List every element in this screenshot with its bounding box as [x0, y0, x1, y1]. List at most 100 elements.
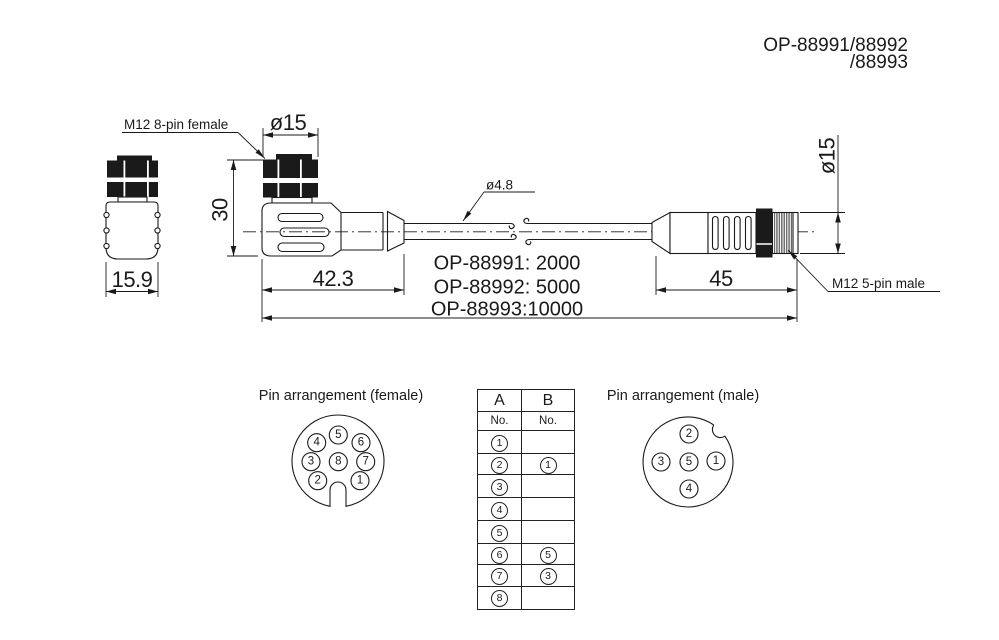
thread-hatching — [774, 212, 794, 254]
pin-number: 8 — [491, 590, 508, 608]
table-row: 1 — [477, 430, 575, 454]
female-pins: 5 4 6 3 8 7 2 1 — [301, 425, 376, 491]
pin-8: 8 — [335, 456, 341, 468]
pin-number: 6 — [491, 546, 508, 564]
body — [105, 201, 159, 260]
dimension-female-height: 30 — [208, 159, 263, 257]
part-number-line2: /88993 — [850, 52, 908, 73]
dim-female-diameter: ø15 — [270, 110, 307, 135]
knurl-slit — [277, 159, 280, 178]
knurl-slit — [300, 183, 302, 198]
female-connector-side-view — [261, 154, 405, 257]
pin-2: 2 — [686, 428, 692, 440]
pin-2: 2 — [314, 475, 320, 487]
female-connector-front-view — [103, 155, 161, 260]
table-header-row: A B — [477, 389, 575, 412]
pin-5: 5 — [686, 456, 692, 468]
table-row: 6 5 — [477, 543, 575, 566]
label-male-connector: M12 5-pin male — [832, 276, 925, 291]
col-header-a: A — [477, 389, 522, 412]
knurl-tab — [117, 155, 152, 161]
pin-mapping-table: A B No. No. 1 2 1 3 4 5 6 5 — [477, 389, 575, 610]
neck — [117, 196, 148, 203]
knurl-band-1 — [107, 160, 158, 178]
body-side-bumps — [103, 211, 161, 250]
knurl-band-1 — [263, 159, 318, 178]
hex-nut — [756, 208, 773, 258]
cable — [404, 217, 652, 246]
table-row: 4 — [477, 497, 575, 522]
pin-6: 6 — [358, 437, 364, 449]
pin-7: 7 — [362, 456, 368, 468]
break-mark — [525, 238, 532, 246]
label-female-connector: M12 8-pin female — [124, 117, 228, 132]
knurl-band-2 — [263, 183, 318, 198]
knurl-slit — [147, 182, 149, 197]
table-row: 3 — [477, 474, 575, 499]
male-connector-label: M12 5-pin male — [787, 249, 940, 292]
dimension-male-diameter: ø15 — [800, 135, 845, 254]
part-number-block: OP-88991/88992 /88993 — [763, 35, 908, 73]
neck — [271, 196, 313, 204]
dimension-female-length: 42.3 — [261, 254, 405, 322]
pin-1: 1 — [357, 475, 363, 487]
female-face-outline — [291, 414, 385, 507]
table-row: 2 1 — [477, 452, 575, 476]
dimension-width-15-9: 15.9 — [105, 262, 159, 297]
dimension-male-length: 45 — [655, 256, 798, 322]
grip-slot — [277, 242, 325, 253]
break-mark — [508, 222, 515, 230]
dim-female-length: 42.3 — [313, 266, 354, 291]
knurl-slit — [147, 160, 149, 178]
pin-female-title: Pin arrangement (female) — [259, 388, 423, 404]
pin-male-title: Pin arrangement (male) — [607, 388, 759, 404]
part-number-line1: OP-88991/88992 — [763, 35, 908, 56]
cable-length-88993: OP-88993:10000 — [431, 299, 583, 321]
male-pins: 2 3 5 1 4 — [651, 424, 726, 499]
knurl-slit — [123, 160, 126, 178]
pin-4: 4 — [686, 483, 693, 495]
male-face-outline — [642, 416, 734, 508]
knurl-slit — [277, 183, 280, 198]
barrel — [669, 211, 709, 255]
knurl-slit — [300, 159, 302, 178]
pin-number: 2 — [491, 456, 508, 474]
no-label: No. — [477, 411, 522, 431]
grip-slot — [277, 212, 324, 223]
cable-length-88991: OP-88991: 2000 — [434, 253, 581, 275]
col-header-b: B — [521, 389, 575, 412]
cable-boot — [651, 211, 671, 255]
table-row: 5 — [477, 520, 575, 545]
body — [261, 202, 342, 257]
dim-female-width: 15.9 — [112, 267, 153, 292]
female-connector-label: M12 8-pin female — [122, 117, 266, 159]
pin-number: 4 — [491, 501, 508, 519]
grip-ribs — [711, 215, 752, 251]
threaded-section — [771, 211, 799, 255]
cable-diameter-label: ø4.8 — [462, 178, 535, 222]
pin-number: 1 — [491, 434, 508, 452]
cable-boot — [386, 210, 405, 252]
pin-number: 1 — [539, 456, 557, 474]
knurl-band-2 — [107, 182, 158, 197]
break-mark — [510, 233, 517, 241]
pin-number: 5 — [539, 546, 557, 564]
knurl-slit — [123, 182, 126, 197]
dim-male-length: 45 — [709, 266, 733, 291]
male-connector-side-view — [651, 208, 799, 258]
table-row: 7 3 — [477, 564, 575, 587]
break-mark — [523, 217, 530, 225]
dim-female-height: 30 — [208, 198, 233, 222]
pin-3: 3 — [658, 456, 664, 468]
cable-length-88992: OP-88992: 5000 — [434, 277, 581, 299]
pin-number: 3 — [539, 567, 557, 585]
pin-arrangement-female: Pin arrangement (female) 5 4 6 3 8 7 2 1 — [259, 388, 423, 507]
knurl-tab — [276, 154, 312, 160]
no-label: No. — [521, 411, 575, 431]
pin-number: 7 — [491, 567, 508, 585]
label-cable-diameter: ø4.8 — [486, 178, 513, 193]
pin-number: 3 — [491, 478, 508, 496]
pin-number: 5 — [491, 524, 508, 542]
